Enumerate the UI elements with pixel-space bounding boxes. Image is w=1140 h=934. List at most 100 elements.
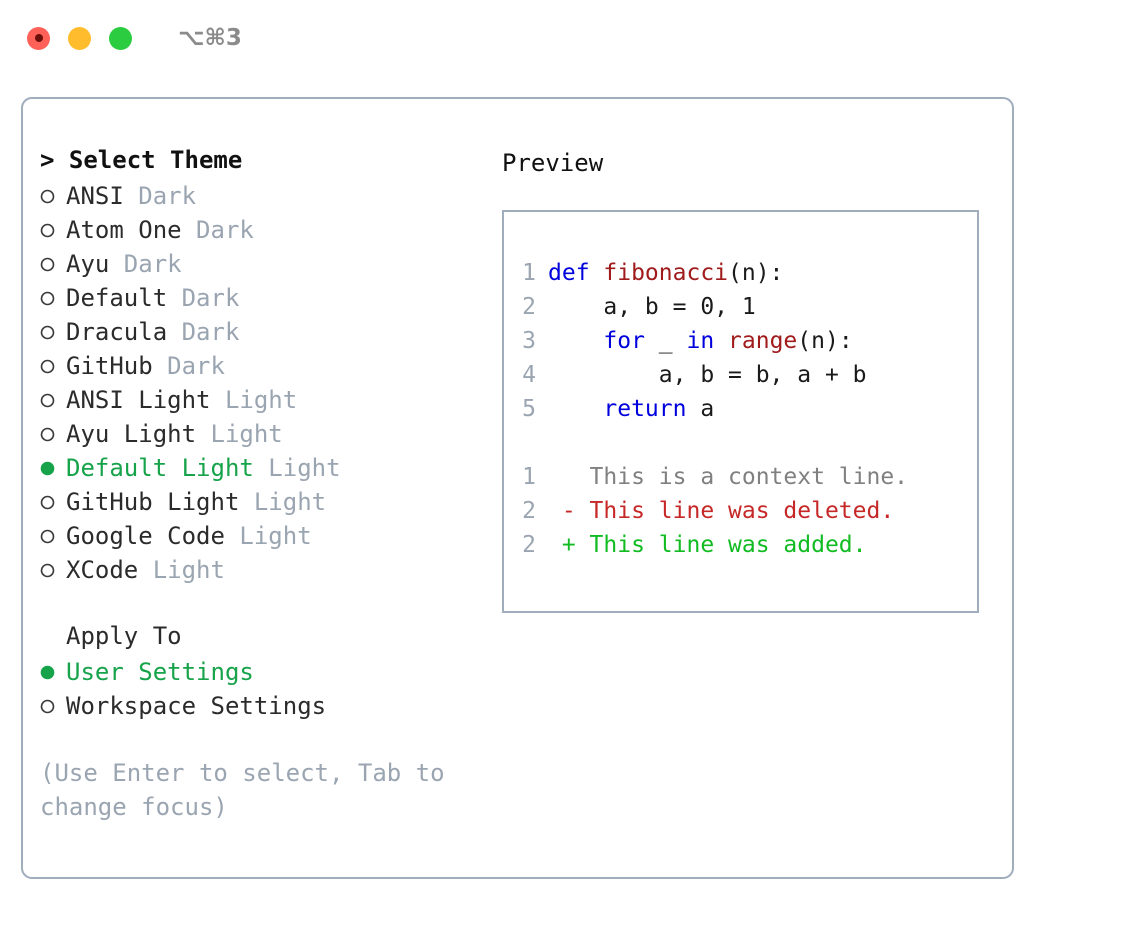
line-number: 3 <box>522 328 536 354</box>
theme-name-label: Ayu Light <box>66 420 197 448</box>
theme-name-label: XCode <box>66 556 139 584</box>
theme-list-item[interactable]: Dracula Dark <box>40 316 480 350</box>
apply-to-label: Workspace Settings <box>66 692 327 720</box>
theme-variant-label: Light <box>224 522 312 550</box>
theme-name-label: Google Code <box>66 522 225 550</box>
window-controls <box>27 26 132 50</box>
radio-unselected-icon[interactable] <box>40 316 66 340</box>
theme-variant-label: Dark <box>123 182 197 210</box>
code-token: for <box>603 328 645 354</box>
theme-variant-label: Light <box>239 488 327 516</box>
code-token: This is a context line. <box>548 464 909 490</box>
radio-unselected-icon[interactable] <box>40 554 66 578</box>
radio-unselected-icon[interactable] <box>40 418 66 442</box>
line-number: 2 <box>522 498 536 524</box>
radio-unselected-icon[interactable] <box>40 180 66 204</box>
theme-name-label: GitHub Light <box>66 488 240 516</box>
code-token: + This line was added. <box>548 532 867 558</box>
theme-list-item[interactable]: Default Dark <box>40 282 480 316</box>
preview-title: Preview <box>502 149 604 177</box>
theme-name-label: GitHub <box>66 352 153 380</box>
code-token: _ <box>644 328 687 354</box>
code-line: 5 return a <box>504 392 977 426</box>
code-line-text: + This line was added. <box>548 528 867 562</box>
close-button[interactable] <box>27 26 50 50</box>
line-number: 1 <box>522 464 536 490</box>
code-token: fibonacci <box>603 260 729 286</box>
theme-list-item[interactable]: ANSI Light Light <box>40 384 480 418</box>
radio-unselected-icon[interactable] <box>40 248 66 272</box>
code-token <box>714 328 728 354</box>
radio-unselected-icon[interactable] <box>40 520 66 544</box>
theme-list-item[interactable]: Default Light Light <box>40 452 480 486</box>
theme-list-item[interactable]: XCode Light <box>40 554 480 588</box>
theme-list-item[interactable]: Ayu Light Light <box>40 418 480 452</box>
line-number: 1 <box>522 260 536 286</box>
code-line-text: - This line was deleted. <box>548 494 894 528</box>
radio-unselected-icon[interactable] <box>40 690 66 714</box>
apply-to-item[interactable]: User Settings <box>40 656 480 690</box>
code-line-text: a, b = 0, 1 <box>548 290 756 324</box>
code-line-text: for _ in range(n): <box>548 324 853 358</box>
diff-line: 2 + This line was added. <box>504 528 977 562</box>
code-token: (n): <box>797 328 853 354</box>
code-token <box>548 396 603 422</box>
code-line-text: return a <box>548 392 714 426</box>
radio-selected-icon[interactable] <box>40 656 66 680</box>
select-theme-heading: > Select Theme <box>40 146 480 180</box>
code-token: def <box>548 260 604 286</box>
apply-to-item[interactable]: Workspace Settings <box>40 690 480 724</box>
apply-to-label: User Settings <box>66 658 254 686</box>
apply-to-heading: Apply To <box>40 622 480 656</box>
radio-unselected-icon[interactable] <box>40 486 66 510</box>
code-line-text: a, b = b, a + b <box>548 358 867 392</box>
theme-variant-label: Dark <box>167 284 240 312</box>
theme-list-item[interactable]: Atom One Dark <box>40 214 480 248</box>
theme-list-item[interactable]: ANSI Dark <box>40 180 480 214</box>
code-token: (n): <box>728 260 784 286</box>
radio-unselected-icon[interactable] <box>40 282 66 306</box>
minimize-button[interactable] <box>68 26 91 50</box>
code-line: 4 a, b = b, a + b <box>504 358 977 392</box>
theme-variant-label: Dark <box>109 250 182 278</box>
list-spacer <box>40 588 480 622</box>
radio-unselected-icon[interactable] <box>40 214 66 238</box>
line-number: 2 <box>522 532 536 558</box>
theme-list-item[interactable]: GitHub Light Light <box>40 486 480 520</box>
radio-unselected-icon[interactable] <box>40 384 66 408</box>
theme-variant-label: Dark <box>152 352 225 380</box>
theme-list-item[interactable]: Google Code Light <box>40 520 480 554</box>
maximize-button[interactable] <box>109 26 132 50</box>
code-line-text: This is a context line. <box>548 460 909 494</box>
code-diff-separator <box>504 426 977 460</box>
line-number: 4 <box>522 362 536 388</box>
code-token: a <box>686 396 715 422</box>
code-token: a, b = 0, 1 <box>548 294 756 320</box>
diff-sample: 1 This is a context line. 2 - This line w… <box>504 460 977 562</box>
theme-variant-label: Light <box>138 556 225 584</box>
theme-list-item[interactable]: Ayu Dark <box>40 248 480 282</box>
keyboard-hint-text: (Use Enter to select, Tab to change focu… <box>40 759 460 821</box>
code-token: - This line was deleted. <box>548 498 895 524</box>
diff-line: 2 - This line was deleted. <box>504 494 977 528</box>
theme-variant-label: Dark <box>167 318 240 346</box>
theme-list-item[interactable]: GitHub Dark <box>40 350 480 384</box>
theme-name-label: Atom One <box>66 216 182 244</box>
hint-spacer <box>40 724 480 756</box>
radio-unselected-icon[interactable] <box>40 350 66 374</box>
theme-name-label: ANSI <box>66 182 124 210</box>
code-line: 3 for _ in range(n): <box>504 324 977 358</box>
radio-selected-icon[interactable] <box>40 452 66 476</box>
code-token <box>548 328 603 354</box>
theme-variant-label: Light <box>253 454 341 482</box>
theme-name-label: ANSI Light <box>66 386 211 414</box>
code-line-text: def fibonacci(n): <box>548 256 783 290</box>
